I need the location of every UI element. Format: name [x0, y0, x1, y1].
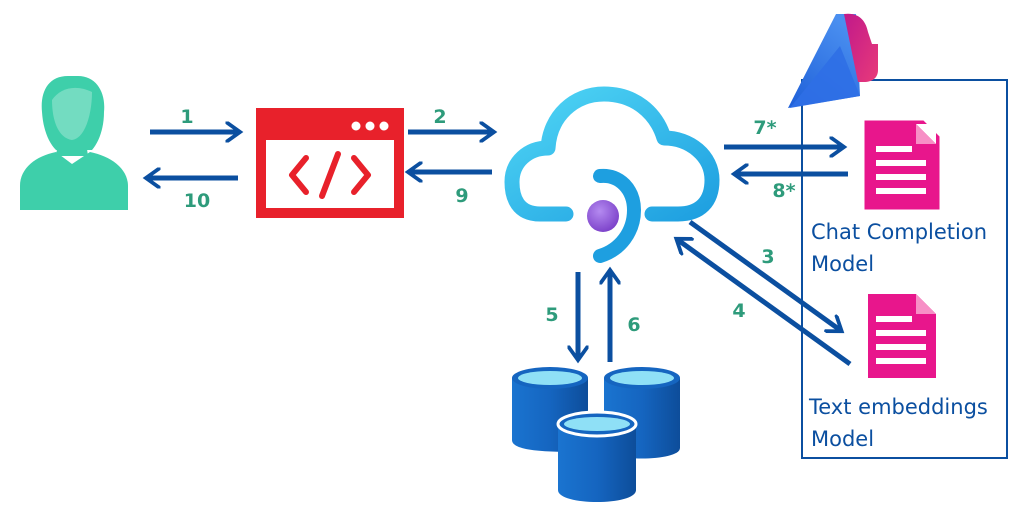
- step-label-8: 8*: [772, 180, 795, 202]
- chat-model-document-icon: [864, 120, 940, 210]
- step-label-3: 3: [761, 246, 774, 268]
- user-icon: [20, 76, 128, 210]
- step-label-10: 10: [184, 190, 210, 212]
- chat-model-label-line2: Model: [811, 252, 874, 276]
- models-panel: [801, 79, 1008, 459]
- arrow-4: [678, 240, 852, 367]
- embeddings-model-document-icon: [868, 294, 936, 378]
- flow-arrows: [148, 132, 852, 367]
- database-icon: [512, 367, 680, 502]
- step-label-9: 9: [455, 185, 468, 207]
- step-label-6: 6: [627, 314, 640, 336]
- step-label-2: 2: [433, 106, 446, 128]
- cloud-search-service-icon: [504, 86, 720, 263]
- embeddings-model-label-line1: Text embeddings: [808, 395, 988, 419]
- step-label-7: 7*: [753, 117, 776, 139]
- embeddings-model-label-line2: Model: [811, 427, 874, 451]
- arrow-3: [688, 219, 840, 330]
- ai-foundry-logo-icon: [788, 13, 878, 108]
- step-label-4: 4: [732, 300, 745, 322]
- step-label-1: 1: [180, 106, 193, 128]
- step-label-5: 5: [545, 304, 558, 326]
- web-app-code-icon: [256, 108, 404, 218]
- chat-model-label-line1: Chat Completion: [811, 220, 987, 244]
